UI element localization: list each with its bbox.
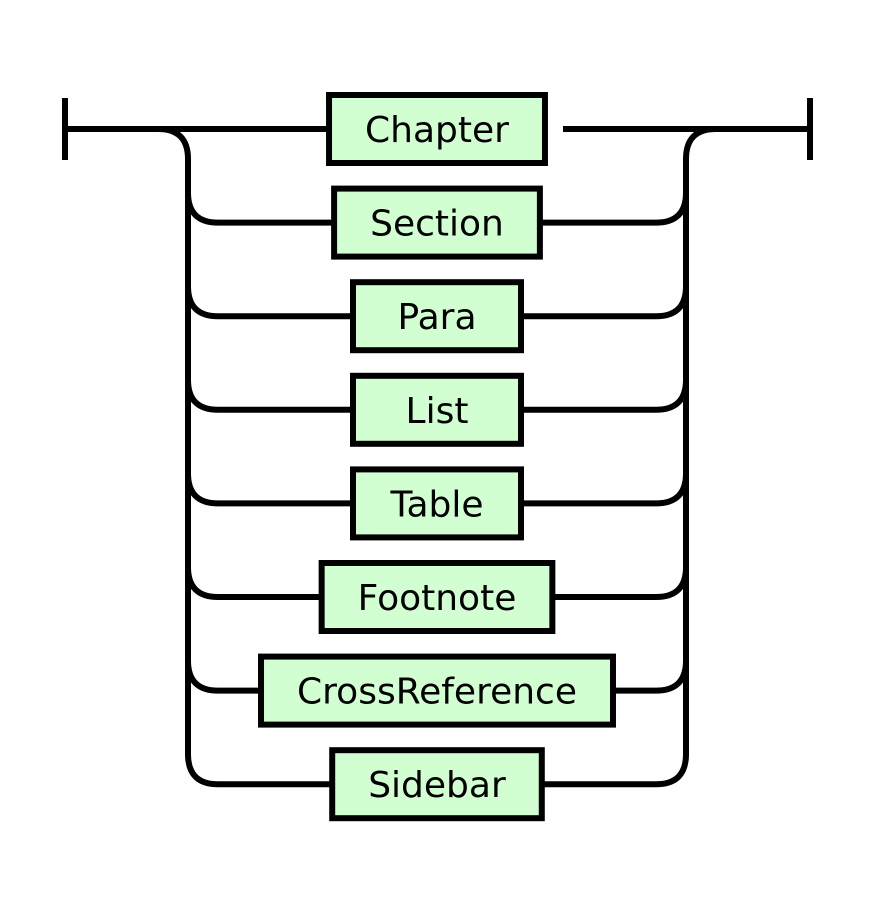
term-box-sidebar bbox=[329, 747, 545, 822]
alternatives-group: ChapterSectionParaListTableFootnoteCross… bbox=[185, 92, 689, 822]
rail-left-para bbox=[185, 286, 353, 320]
rail-left-section bbox=[185, 192, 335, 226]
term-box-list bbox=[350, 372, 524, 447]
term-label-footnote: Footnote bbox=[358, 578, 517, 619]
rail-left-table bbox=[185, 473, 353, 507]
term-box-para bbox=[350, 279, 524, 354]
rail-right-list bbox=[521, 379, 689, 413]
rail-right-para bbox=[521, 286, 689, 320]
left-branch-rail bbox=[157, 126, 191, 756]
term-label-section: Section bbox=[370, 204, 504, 245]
term-box-crossreference bbox=[258, 653, 616, 728]
term-box-footnote bbox=[318, 560, 556, 634]
rail-right-sidebar bbox=[541, 754, 689, 788]
rail-left-list bbox=[185, 379, 353, 413]
rail-right-section bbox=[539, 192, 689, 226]
rail-left-footnote bbox=[185, 566, 322, 600]
rail-right-table bbox=[521, 473, 689, 507]
rail-right-footnote bbox=[552, 566, 689, 600]
rail-right-crossreference bbox=[612, 660, 689, 694]
term-label-sidebar: Sidebar bbox=[368, 765, 506, 806]
term-box-table bbox=[350, 466, 524, 541]
rail-left-sidebar bbox=[185, 754, 333, 788]
term-label-crossreference: CrossReference bbox=[297, 672, 577, 713]
term-label-list: List bbox=[406, 391, 469, 432]
right-branch-rail bbox=[683, 126, 717, 756]
term-label-table: Table bbox=[389, 484, 483, 525]
rail-left-crossreference bbox=[185, 660, 262, 694]
term-box-chapter bbox=[326, 92, 548, 166]
term-label-chapter: Chapter bbox=[365, 110, 509, 151]
term-label-para: Para bbox=[397, 297, 476, 338]
term-box-section bbox=[331, 185, 543, 260]
